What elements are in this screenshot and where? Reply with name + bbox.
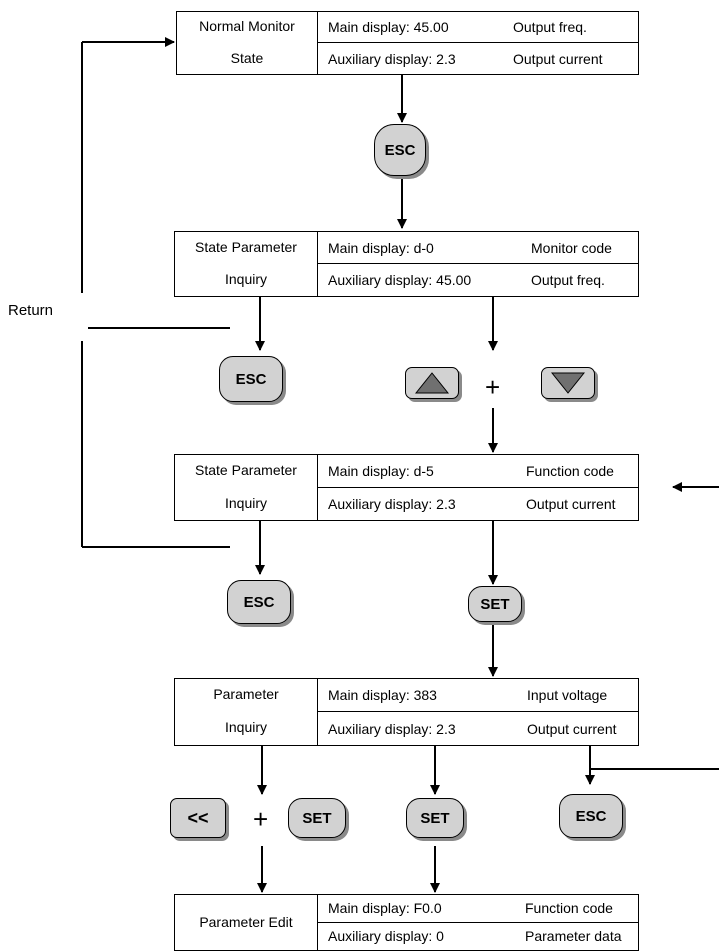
main-display-value: Main display: 45.00 xyxy=(328,19,449,35)
main-display-desc: Monitor code xyxy=(531,239,612,256)
shift-key[interactable]: << xyxy=(170,798,226,838)
up-triangle-icon xyxy=(415,372,449,394)
main-display-desc: Input voltage xyxy=(527,687,608,703)
esc-key[interactable]: ESC xyxy=(374,124,426,176)
plus-sign: + xyxy=(253,804,269,834)
parameter-inquiry-box: Parameter Inquiry Main display: 383 Inpu… xyxy=(174,678,639,746)
state-parameter-inquiry-box-2: State Parameter Inquiry Main display: d-… xyxy=(174,454,639,521)
aux-display-value: Auxiliary display: 2.3 xyxy=(328,50,456,67)
aux-display-desc: Output current xyxy=(527,720,617,737)
box-label-line: State Parameter xyxy=(195,462,297,478)
down-triangle-icon xyxy=(551,372,585,394)
box-label-line: State Parameter xyxy=(195,239,297,255)
esc-key[interactable]: ESC xyxy=(219,356,283,402)
box-label-line: Normal Monitor xyxy=(199,18,295,34)
main-display-desc: Output freq. xyxy=(513,19,587,35)
aux-display-desc: Parameter data xyxy=(525,928,622,945)
state-parameter-inquiry-box-1: State Parameter Inquiry Main display: d-… xyxy=(174,231,639,297)
down-key[interactable] xyxy=(541,367,595,399)
aux-display-desc: Output current xyxy=(526,495,616,512)
esc-key[interactable]: ESC xyxy=(227,580,291,624)
box-label-line: Parameter Edit xyxy=(199,914,293,930)
plus-sign: + xyxy=(485,372,501,402)
parameter-edit-box: Parameter Edit Main display: F0.0 Functi… xyxy=(174,894,639,951)
box-label-line: Inquiry xyxy=(224,271,268,287)
main-display-value: Main display: d-5 xyxy=(328,462,434,479)
esc-key[interactable]: ESC xyxy=(559,794,623,838)
up-key[interactable] xyxy=(405,367,459,399)
set-key[interactable]: SET xyxy=(288,798,346,838)
aux-display-desc: Output current xyxy=(513,50,603,67)
main-display-desc: Function code xyxy=(525,900,613,917)
aux-display-value: Auxiliary display: 0 xyxy=(328,928,444,945)
box-label-line: Parameter xyxy=(213,686,279,702)
main-display-value: Main display: F0.0 xyxy=(328,900,442,917)
aux-display-value: Auxiliary display: 2.3 xyxy=(328,495,456,512)
return-label: Return xyxy=(8,302,54,319)
aux-display-desc: Output freq. xyxy=(531,272,605,288)
box-label-line: Inquiry xyxy=(224,719,268,735)
box-label-line: State xyxy=(230,50,264,66)
main-display-desc: Function code xyxy=(526,462,614,479)
box-label-line: Inquiry xyxy=(224,495,268,511)
aux-display-value: Auxiliary display: 45.00 xyxy=(328,272,472,288)
normal-monitor-state-box: Normal Monitor State Main display: 45.00… xyxy=(176,11,639,75)
aux-display-value: Auxiliary display: 2.3 xyxy=(328,720,456,737)
set-key[interactable]: SET xyxy=(468,586,522,622)
main-display-value: Main display: d-0 xyxy=(328,239,434,256)
main-display-value: Main display: 383 xyxy=(328,687,437,703)
set-key[interactable]: SET xyxy=(406,798,464,838)
